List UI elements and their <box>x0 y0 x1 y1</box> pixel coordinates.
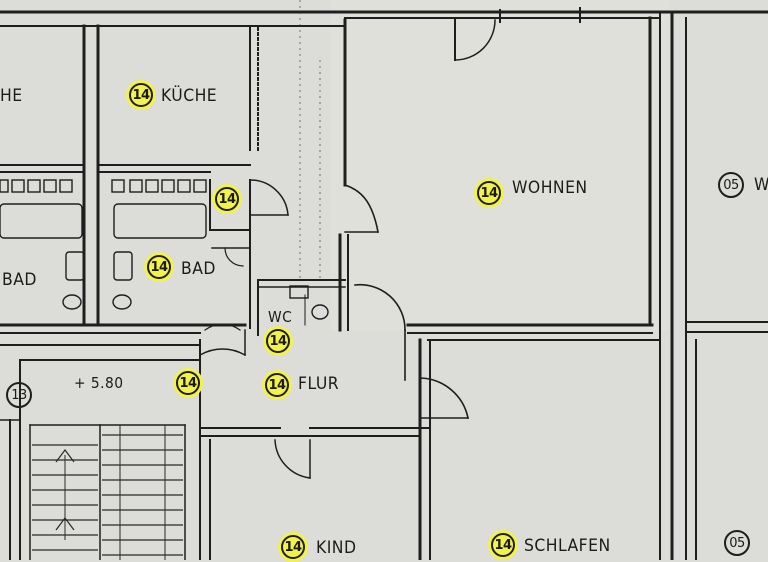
room-label-bad: BAD <box>181 259 216 279</box>
room-label-kind: KIND <box>316 538 357 558</box>
room-label-wohnen: WOHNEN <box>512 178 588 198</box>
unit-badge-right-upper: 05 <box>716 170 746 200</box>
room-label-landing: + 5.80 <box>74 374 124 392</box>
unit-badge-bad: 14 <box>144 252 174 282</box>
unit-badge-stair: 13 <box>4 380 34 410</box>
unit-number: 14 <box>265 373 289 397</box>
room-label-flur: FLUR <box>298 374 340 394</box>
unit-number: 14 <box>491 533 515 557</box>
unit-number: 14 <box>215 187 239 211</box>
unit-number: 14 <box>266 329 290 353</box>
unit-number: 13 <box>6 382 32 408</box>
unit-number: 14 <box>176 371 200 395</box>
unit-badge-schlafen: 14 <box>488 530 518 560</box>
unit-badge-wc: 14 <box>263 326 293 356</box>
room-label-schlafen: SCHLAFEN <box>524 536 611 556</box>
unit-number: 05 <box>718 172 744 198</box>
room-label-wc: WC <box>268 308 293 326</box>
unit-number: 14 <box>147 255 171 279</box>
unit-badge-landing: 14 <box>173 368 203 398</box>
unit-badge-flur: 14 <box>262 370 292 400</box>
unit-badge-bath-unit: 14 <box>212 184 242 214</box>
unit-badge-kueche: 14 <box>126 80 156 110</box>
room-label-kitchen-left: HE <box>0 86 23 106</box>
unit-number: 14 <box>281 535 305 559</box>
unit-number: 14 <box>129 83 153 107</box>
unit-badge-right-lower: 05 <box>722 528 752 558</box>
room-label-right-upper: W <box>754 175 768 195</box>
unit-number: 05 <box>724 530 750 556</box>
unit-badge-kind: 14 <box>278 532 308 562</box>
room-label-kueche: KÜCHE <box>161 86 218 106</box>
unit-number: 14 <box>477 181 501 205</box>
room-label-bad-left: BAD <box>2 270 37 290</box>
unit-badge-wohnen: 14 <box>474 178 504 208</box>
